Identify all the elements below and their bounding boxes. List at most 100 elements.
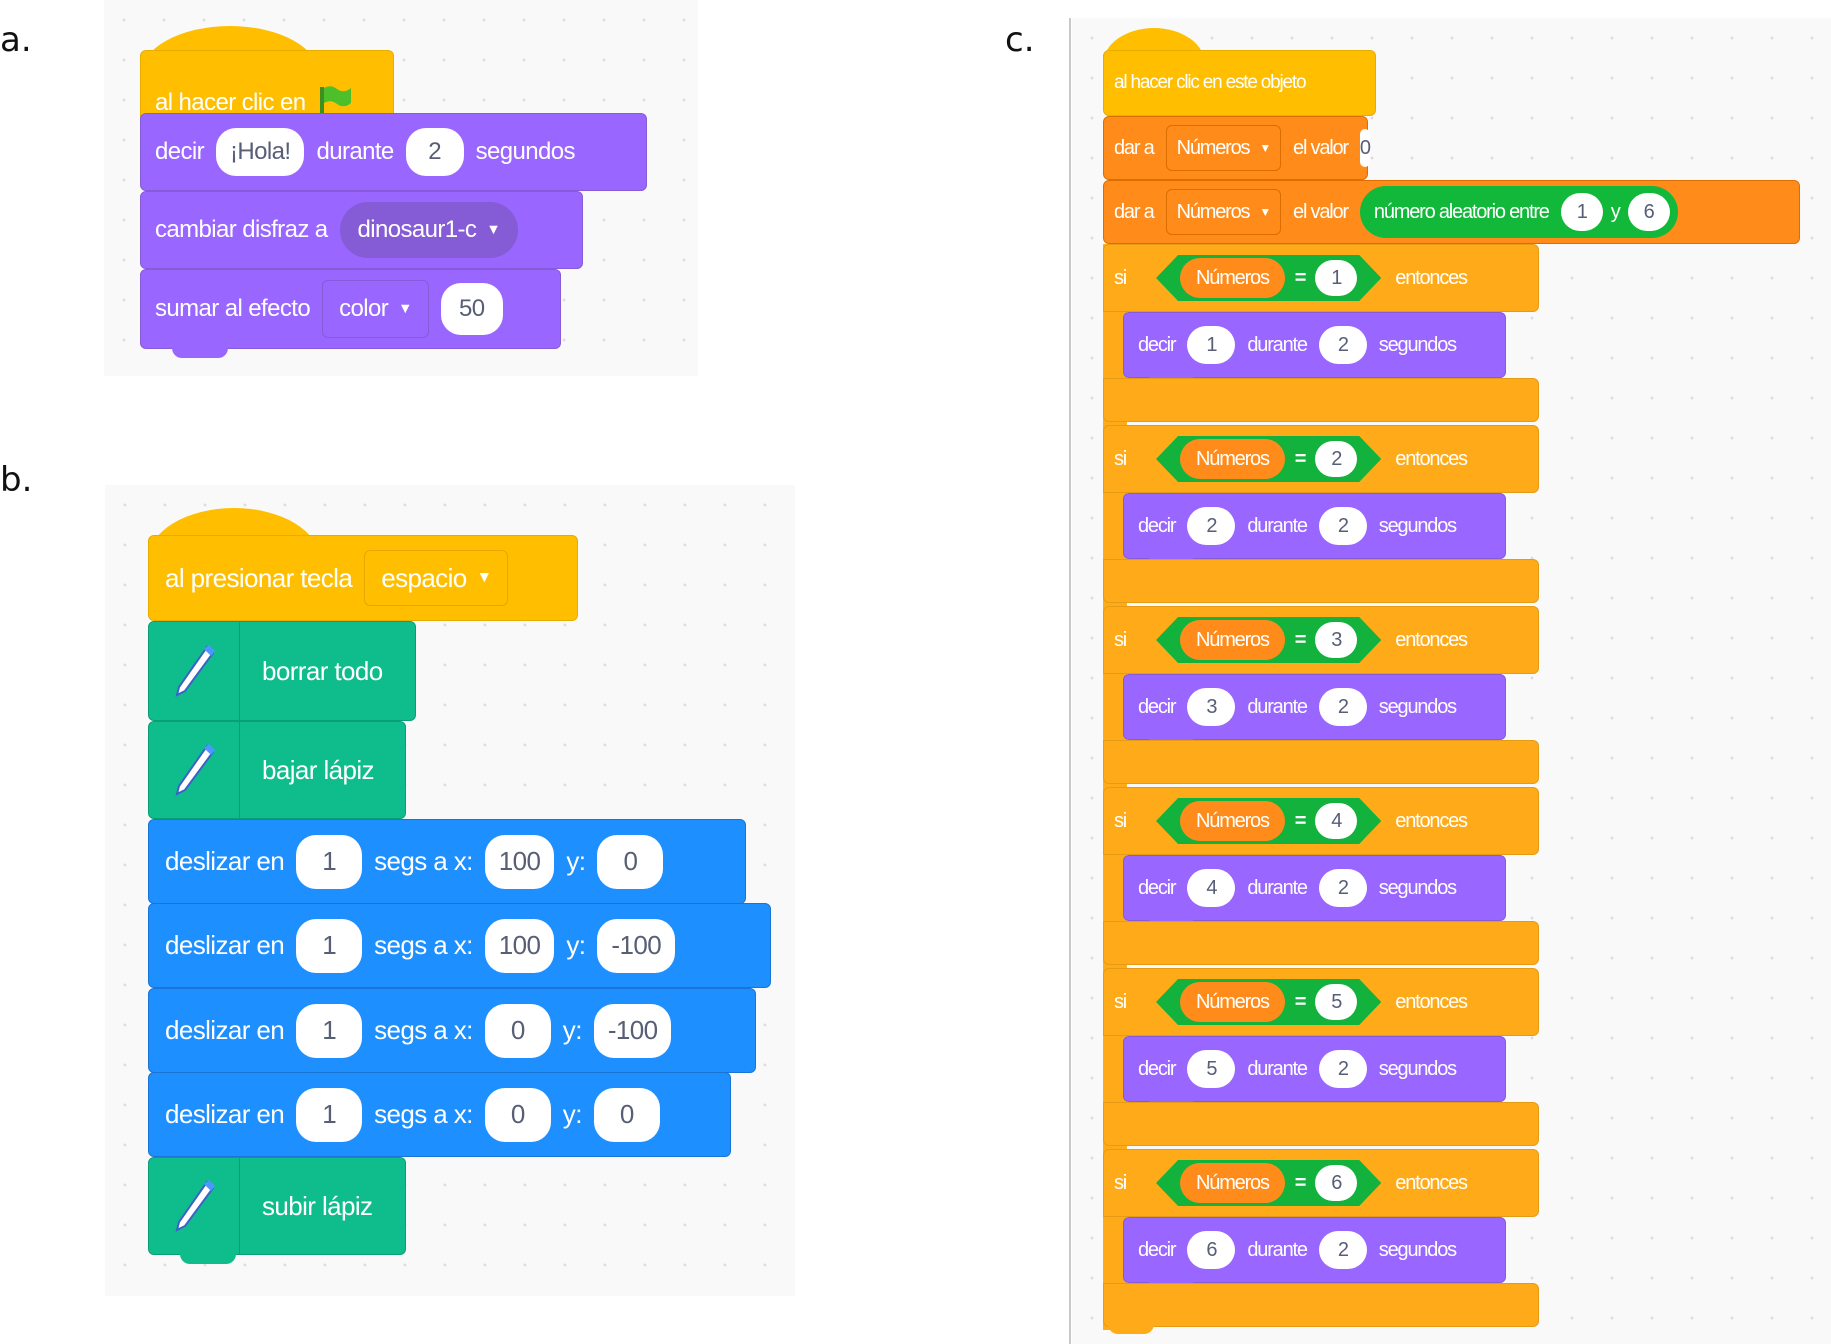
y-input[interactable]: -100 [593, 1003, 672, 1058]
secs-input[interactable]: 2 [1318, 869, 1367, 907]
green-flag-icon [317, 84, 353, 123]
y-label: y: [566, 846, 586, 876]
glide-secs-input[interactable]: 1 [296, 1087, 363, 1142]
equals-operator[interactable]: Números = 6 [1156, 1160, 1381, 1206]
secs-input[interactable]: 2 [1318, 507, 1367, 545]
pen-icon [149, 722, 240, 818]
if-label: si [1114, 990, 1127, 1013]
equals-operator[interactable]: Números = 5 [1156, 979, 1381, 1025]
when-key-pressed-block[interactable]: al presionar tecla espacio ▼ [148, 535, 578, 621]
value-input[interactable]: 0 [1359, 129, 1371, 167]
x-input[interactable]: 100 [484, 918, 555, 973]
equals-operator[interactable]: Números=1 [1156, 255, 1381, 301]
random-to-input[interactable]: 6 [1627, 193, 1670, 231]
block-notch [180, 1254, 236, 1264]
glide-secs-input[interactable]: 1 [296, 1003, 363, 1058]
message-input[interactable]: 4 [1187, 869, 1236, 907]
variable-reporter[interactable]: Números [1180, 801, 1285, 841]
glide-secs-input[interactable]: 1 [296, 834, 363, 889]
message-input[interactable]: 6 [1187, 1231, 1236, 1269]
effect-amount-input[interactable]: 50 [440, 283, 503, 335]
variable-dropdown[interactable]: Números ▼ [1165, 125, 1282, 171]
then-label: entonces [1395, 447, 1468, 470]
set-variable-random-block[interactable]: dar a Números ▼ el valor número aleatori… [1103, 180, 1800, 244]
equals-sign: = [1294, 1171, 1306, 1194]
compare-value-input[interactable]: 1 [1315, 260, 1357, 296]
glide-label: deslizar en [165, 1099, 285, 1129]
switch-costume-block[interactable]: cambiar disfraz a dinosaur1-c ▼ [140, 191, 583, 269]
erase-all-block[interactable]: borrar todo [148, 621, 416, 721]
glide-secs-input[interactable]: 1 [296, 918, 363, 973]
effect-dropdown[interactable]: color ▼ [322, 280, 429, 338]
random-number-reporter[interactable]: número aleatorio entre 1 y 6 [1359, 186, 1678, 238]
variable-reporter[interactable]: Números [1180, 620, 1285, 660]
variable-reporter[interactable]: Números [1180, 982, 1285, 1022]
secs-input[interactable]: 2 [1318, 326, 1367, 364]
y-input[interactable]: 0 [597, 834, 664, 889]
equals-operator[interactable]: Números=4 [1156, 798, 1381, 844]
message-input[interactable]: 5 [1187, 1050, 1236, 1088]
variable-reporter[interactable]: Números [1180, 258, 1285, 298]
x-input[interactable]: 0 [484, 1087, 551, 1142]
message-input[interactable]: ¡Hola! [216, 128, 305, 176]
switch-costume-label: cambiar disfraz a [155, 216, 328, 243]
x-input[interactable]: 0 [484, 1003, 551, 1058]
message-input[interactable]: 2 [1187, 507, 1236, 545]
secs-input[interactable]: 2 [405, 128, 464, 176]
random-from-input[interactable]: 1 [1560, 193, 1603, 231]
pen-icon [149, 622, 240, 720]
random-label: número aleatorio entre [1373, 200, 1550, 223]
say-label: decir [1138, 695, 1177, 718]
change-effect-block[interactable]: sumar al efecto color ▼ 50 [140, 269, 561, 349]
variable-reporter[interactable]: Números [1180, 1163, 1285, 1203]
hat-label: al hacer clic en [155, 89, 306, 116]
compare-value-input[interactable]: 4 [1315, 803, 1357, 839]
y-input[interactable]: 0 [593, 1087, 660, 1142]
set-variable-block[interactable]: dar a Números ▼ el valor 0 [1103, 116, 1371, 180]
compare-value-input[interactable]: 3 [1315, 622, 1357, 658]
equals-operator[interactable]: Números=2 [1156, 436, 1381, 482]
costume-dropdown[interactable]: dinosaur1-c ▼ [339, 202, 518, 258]
secs-input[interactable]: 2 [1318, 1231, 1367, 1269]
pen-up-block[interactable]: subir lápiz [148, 1157, 406, 1255]
say-for-secs-block[interactable]: decir ¡Hola! durante 2 segundos [140, 113, 647, 191]
equals-operator[interactable]: Números=3 [1156, 617, 1381, 663]
key-dropdown[interactable]: espacio ▼ [364, 550, 509, 606]
change-effect-label: sumar al efecto [155, 295, 311, 322]
x-input[interactable]: 100 [484, 834, 555, 889]
message-input[interactable]: 1 [1187, 326, 1236, 364]
pen-down-label: bajar lápiz [262, 754, 375, 785]
secs-input[interactable]: 2 [1318, 1050, 1367, 1088]
compare-value-input[interactable]: 6 [1315, 1165, 1357, 1201]
costume-value: dinosaur1-c [357, 216, 477, 243]
variable-reporter[interactable]: Números [1180, 439, 1285, 479]
pen-down-block[interactable]: bajar lápiz [148, 721, 406, 819]
equals-sign: = [1294, 990, 1306, 1013]
compare-value-input[interactable]: 2 [1315, 441, 1357, 477]
variable-dropdown[interactable]: Números ▼ [1165, 189, 1282, 235]
compare-value-input[interactable]: 5 [1315, 984, 1357, 1020]
y-input[interactable]: -100 [597, 918, 676, 973]
message-input[interactable]: 3 [1187, 688, 1236, 726]
secs-input[interactable]: 2 [1318, 688, 1367, 726]
for-label: durante [1247, 876, 1308, 899]
when-sprite-clicked-block[interactable]: al hacer clic en este objeto [1103, 50, 1376, 116]
